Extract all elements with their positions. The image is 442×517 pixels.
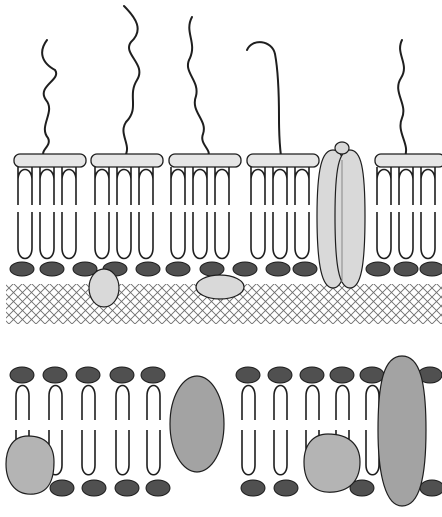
transmembrane-protein-cap	[335, 142, 349, 154]
transmembrane-protein	[317, 142, 365, 288]
transmembrane-protein-subunit	[335, 150, 365, 288]
lipid-head	[136, 262, 160, 276]
lipid-head	[330, 367, 354, 383]
lipid-head	[420, 480, 442, 496]
glycolipid-head-row	[14, 154, 442, 167]
lipid-head	[82, 480, 106, 496]
lipid-head	[268, 367, 292, 383]
peripheral-protein	[89, 269, 119, 307]
lipid-head	[115, 480, 139, 496]
integral-protein	[170, 376, 224, 472]
lipid-head	[10, 367, 34, 383]
peripheral-protein	[304, 434, 360, 492]
integral-protein	[378, 356, 426, 506]
lipid-head	[146, 480, 170, 496]
lipid-head	[10, 262, 34, 276]
lipid-head	[266, 262, 290, 276]
glycolipid-head	[14, 154, 86, 167]
lipid-head	[40, 262, 64, 276]
lipid-head	[360, 367, 384, 383]
lipid-head	[233, 262, 257, 276]
glycolipid-head	[169, 154, 241, 167]
lipid-head	[366, 262, 390, 276]
lipid-head	[76, 367, 100, 383]
lipid-head	[43, 367, 67, 383]
peripheral-protein	[196, 275, 244, 299]
glycolipid-head	[91, 154, 163, 167]
peripheral-protein	[6, 436, 54, 494]
lipid-head	[241, 480, 265, 496]
lipid-head	[50, 480, 74, 496]
lipid-head	[200, 262, 224, 276]
lipid-head	[420, 262, 442, 276]
lipid-head	[293, 262, 317, 276]
glycolipid-head	[247, 154, 319, 167]
glycolipid-head	[375, 154, 442, 167]
lipid-head	[166, 262, 190, 276]
lipid-head	[300, 367, 324, 383]
lipid-head	[394, 262, 418, 276]
lipid-head	[141, 367, 165, 383]
lipid-head	[274, 480, 298, 496]
lipid-head	[236, 367, 260, 383]
lipid-head	[110, 367, 134, 383]
